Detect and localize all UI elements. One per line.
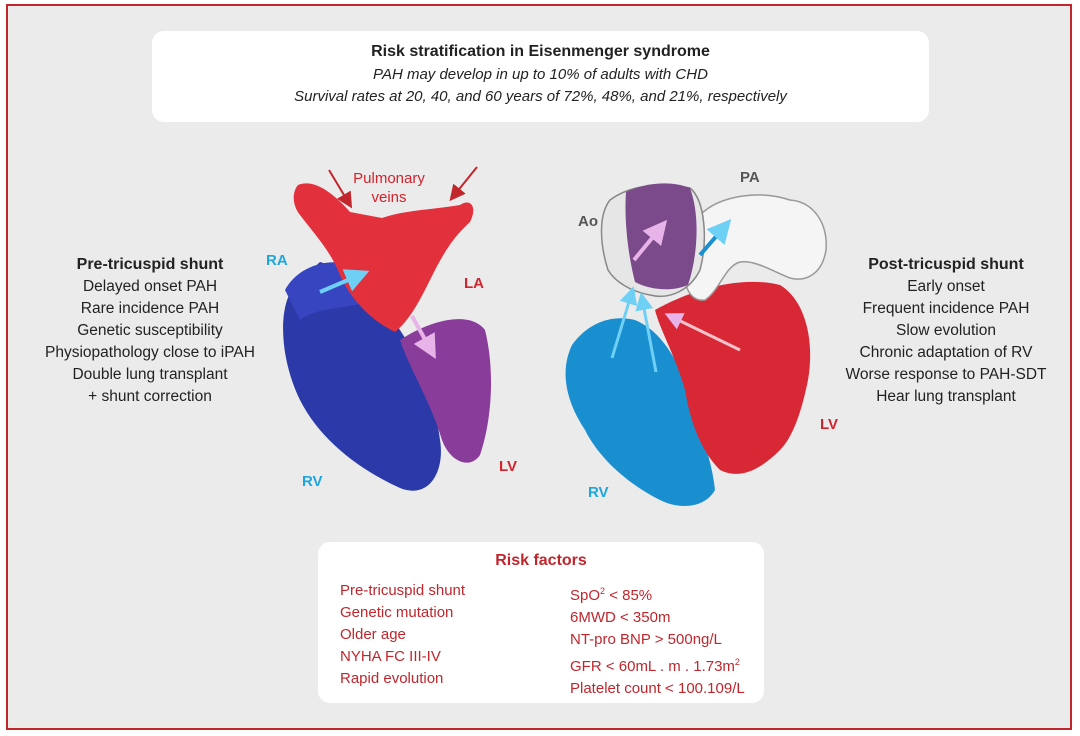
risk-factor-item: Genetic mutation bbox=[340, 604, 454, 621]
risk-factor-item: 6MWD < 350m bbox=[570, 609, 671, 626]
ra-label: RA bbox=[266, 252, 288, 269]
risk-factor-item: NYHA FC III-IV bbox=[340, 648, 441, 665]
figure-title: Risk stratification in Eisenmenger syndr… bbox=[371, 43, 710, 60]
pre-tricuspid-panel: Pre-tricuspid shunt Delayed onset PAH Ra… bbox=[30, 254, 270, 408]
pre-tricuspid-heart bbox=[283, 166, 492, 491]
post-tricuspid-item: Frequent incidence PAH bbox=[862, 300, 1030, 317]
pulmonary-veins-label: Pulmonary veins bbox=[344, 169, 434, 207]
risk-factor-item: Platelet count < 100.109/L bbox=[570, 680, 745, 697]
gfr-sup: 2 bbox=[734, 657, 740, 667]
pre-tricuspid-item: Delayed onset PAH bbox=[82, 278, 218, 295]
gfr-prefix: GFR < 60mL . m . 1.73m bbox=[570, 658, 735, 675]
right-ventricle-blue bbox=[283, 262, 441, 491]
pre-tricuspid-item: Rare incidence PAH bbox=[80, 300, 220, 317]
rv-label-right: RV bbox=[588, 484, 609, 501]
risk-factor-item: Older age bbox=[340, 626, 406, 643]
risk-factor-item: Pre-tricuspid shunt bbox=[340, 582, 466, 599]
spo2-prefix: SpO bbox=[570, 587, 601, 604]
rv-label-left: RV bbox=[302, 473, 323, 490]
lv-label-left: LV bbox=[499, 458, 518, 475]
risk-factors-title: Risk factors bbox=[495, 552, 587, 569]
lv-shunt-arrow bbox=[664, 313, 741, 352]
mitral-flow-arrow bbox=[410, 315, 436, 359]
risk-factor-gfr: GFR < 60mL . m . 1.73m2 bbox=[570, 651, 745, 678]
risk-factor-spo2: SpO2 < 85% bbox=[570, 580, 745, 607]
right-ventricle-lightblue bbox=[565, 318, 715, 506]
left-ventricle-red bbox=[655, 281, 811, 474]
post-tricuspid-title: Post-tricuspid shunt bbox=[868, 256, 1024, 273]
pre-tricuspid-item: Double lung transplant bbox=[72, 366, 228, 383]
pulmonary-veins-line1: Pulmonary bbox=[353, 170, 425, 187]
la-label: LA bbox=[464, 275, 484, 292]
header-line-1: PAH may develop in up to 10% of adults w… bbox=[373, 66, 708, 83]
pulmonary-vein-arrow bbox=[449, 166, 478, 202]
lv-label-right: LV bbox=[820, 416, 839, 433]
pre-tricuspid-title: Pre-tricuspid shunt bbox=[76, 256, 224, 273]
risk-factors-col1: Pre-tricuspid shunt Genetic mutation Old… bbox=[340, 580, 465, 690]
post-tricuspid-panel: Post-tricuspid shunt Early onset Frequen… bbox=[836, 254, 1056, 408]
pulmonary-vein-arrow bbox=[328, 169, 353, 209]
post-tricuspid-item: Slow evolution bbox=[896, 322, 996, 339]
pulmonary-veins-line2: veins bbox=[371, 189, 407, 206]
risk-factor-item: Rapid evolution bbox=[340, 670, 444, 687]
spo2-sup: 2 bbox=[600, 586, 606, 596]
post-tricuspid-item: Chronic adaptation of RV bbox=[859, 344, 1033, 361]
left-atrium-red bbox=[293, 183, 474, 332]
post-tricuspid-item: Worse response to PAH-SDT bbox=[845, 366, 1047, 383]
risk-factor-item: NT-pro BNP > 500ng/L bbox=[570, 631, 722, 648]
aortic-flow-arrow bbox=[632, 219, 668, 262]
risk-factors-col2: SpO2 < 85% 6MWD < 350m NT-pro BNP > 500n… bbox=[570, 580, 745, 700]
pre-tricuspid-item: Genetic susceptibility bbox=[77, 322, 223, 339]
ao-label: Ao bbox=[578, 213, 598, 230]
post-tricuspid-item: Early onset bbox=[907, 278, 985, 295]
header-line-2: Survival rates at 20, 40, and 60 years o… bbox=[294, 88, 787, 105]
pre-tricuspid-item: Physiopathology close to iPAH bbox=[45, 344, 255, 361]
header-box: Risk stratification in Eisenmenger syndr… bbox=[152, 31, 929, 122]
risk-factors-box: Risk factors Pre-tricuspid shunt Genetic… bbox=[318, 542, 764, 703]
rv-outflow-arrow bbox=[635, 292, 658, 373]
pa-label: PA bbox=[740, 169, 760, 186]
pulmonary-flow-arrow bbox=[698, 218, 732, 257]
post-tricuspid-item: Hear lung transplant bbox=[876, 388, 1016, 405]
rv-outflow-arrow bbox=[610, 286, 638, 359]
post-tricuspid-heart bbox=[565, 183, 827, 506]
shunt-flow-arrow bbox=[319, 269, 370, 294]
spo2-suffix: < 85% bbox=[605, 587, 653, 604]
pre-tricuspid-item: + shunt correction bbox=[88, 388, 212, 405]
aortic-root-purple bbox=[625, 183, 697, 290]
